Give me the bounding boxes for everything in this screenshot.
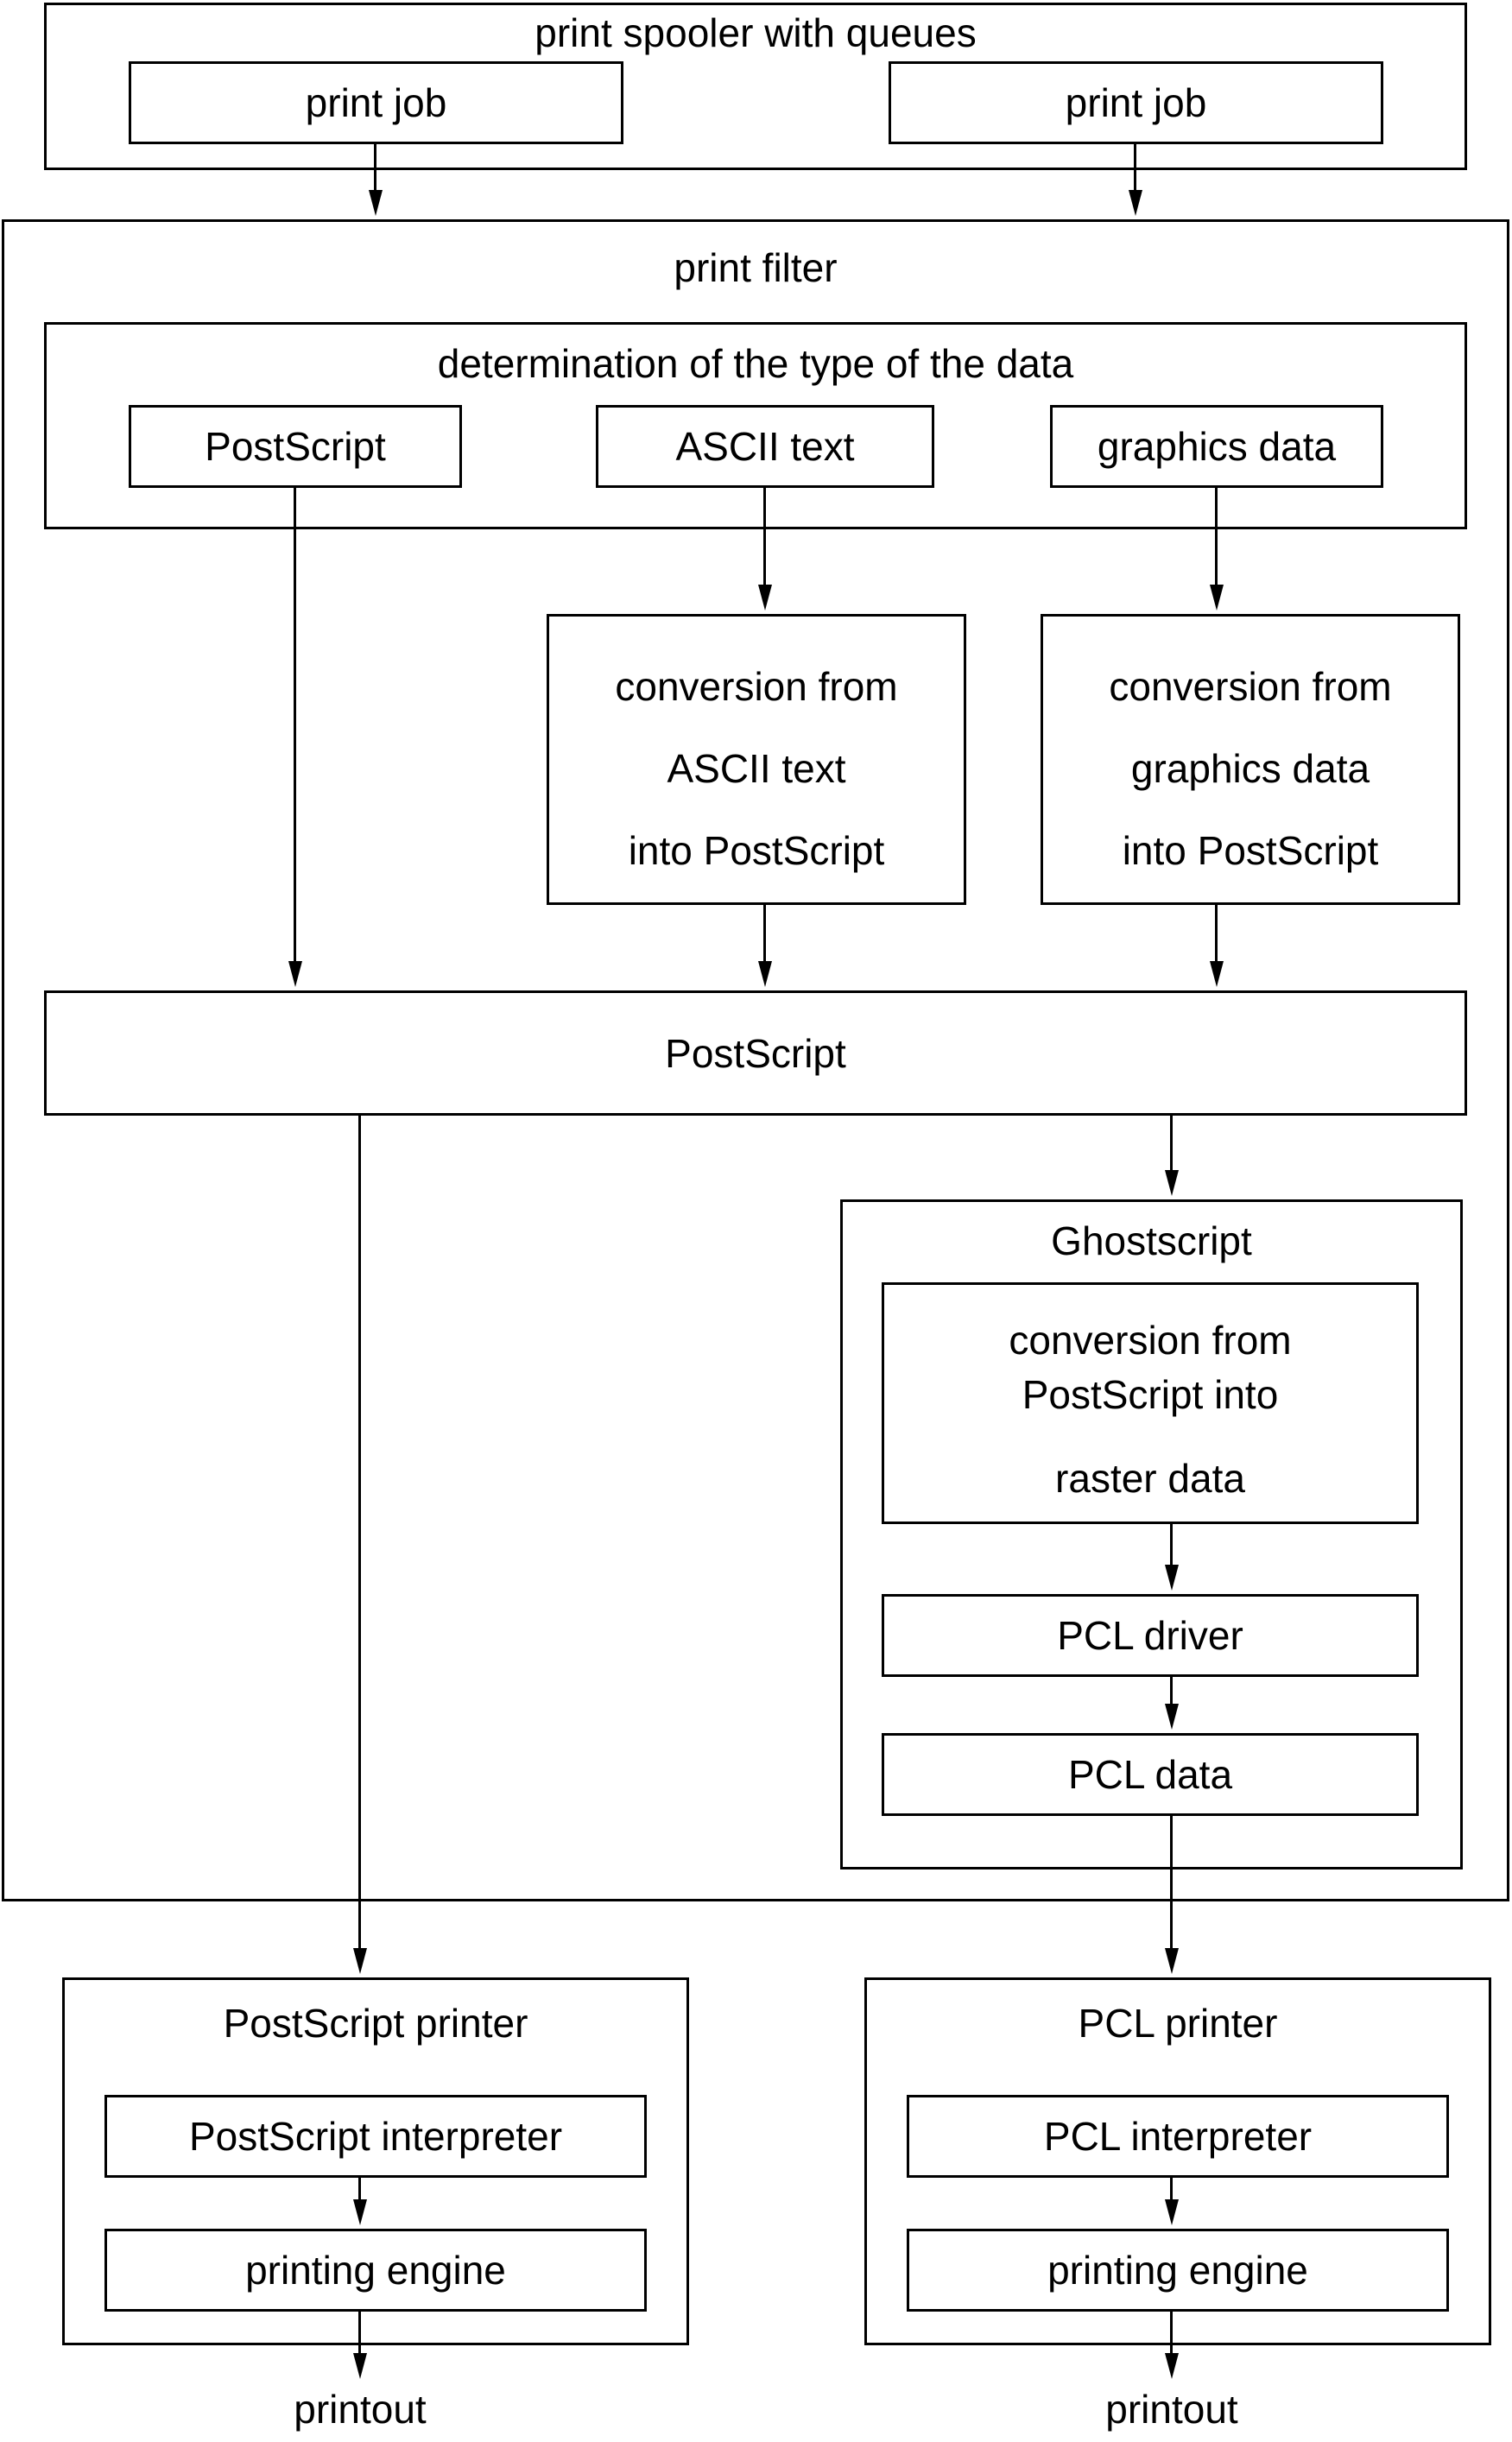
ghostscript-conversion-box [882, 1282, 1419, 1524]
pcl-interpreter-box: PCL interpreter [907, 2095, 1449, 2178]
arrow-job-right-head [1129, 190, 1142, 216]
print-filter-box [2, 219, 1509, 1901]
arrow-bus-to-psprinter-head [353, 1948, 367, 1974]
arrow-conv-ascii-line [763, 905, 766, 961]
conversion-graphics-line3: into PostScript [1122, 828, 1379, 873]
ghostscript-conversion-line1: conversion from [1009, 1318, 1292, 1363]
arrow-graphics-line [1215, 488, 1218, 585]
ghostscript-conversion-line2: PostScript into [1022, 1372, 1279, 1417]
arrow-conv-ascii-head [758, 961, 772, 987]
conversion-ascii-box [547, 614, 966, 905]
arrow-postscript-direct-line [294, 488, 296, 961]
arrow-job-left-head [369, 190, 383, 216]
print-spooler-title: print spooler with queues [535, 10, 977, 55]
arrow-to-pcl-driver-head [1165, 1565, 1179, 1591]
arrow-ascii-line [763, 488, 766, 585]
pcl-printer-box [864, 1977, 1491, 2345]
postscript-bus-label: PostScript [665, 1030, 846, 1076]
conversion-ascii-line1: conversion from [615, 664, 898, 709]
pcl-printer-title: PCL printer [1078, 2001, 1278, 2046]
ghostscript-box [840, 1199, 1463, 1869]
arrow-printout-left-line [358, 2312, 361, 2353]
arrow-pcl-interpreter-to-engine-head [1165, 2199, 1179, 2225]
arrow-bus-to-ghostscript-head [1165, 1170, 1179, 1196]
pcl-driver-label: PCL driver [1057, 1613, 1243, 1658]
printout-label-right: printout [1105, 2387, 1238, 2432]
pcl-driver-box: PCL driver [882, 1594, 1419, 1677]
arrow-printout-left-head [353, 2353, 367, 2379]
printing-engine-left-box: printing engine [104, 2229, 647, 2312]
arrow-graphics-head [1210, 585, 1224, 610]
arrow-to-pcl-printer-head [1165, 1948, 1179, 1974]
print-job-right-box: print job [889, 61, 1383, 144]
print-job-left-label: print job [305, 80, 447, 125]
type-graphics-label: graphics data [1097, 424, 1337, 469]
printing-engine-left-label: printing engine [245, 2248, 506, 2293]
arrow-to-pcl-data-head [1165, 1704, 1179, 1730]
arrow-job-left-line [374, 144, 376, 190]
conversion-ascii-line2: ASCII text [667, 746, 846, 791]
arrow-bus-to-ghostscript-line [1170, 1116, 1173, 1170]
conversion-graphics-line2: graphics data [1130, 746, 1370, 791]
conversion-graphics-line1: conversion from [1109, 664, 1392, 709]
determination-box [44, 322, 1467, 529]
printout-label-left: printout [294, 2387, 427, 2432]
print-spooler-box [44, 3, 1467, 170]
type-graphics-box: graphics data [1050, 405, 1383, 488]
ghostscript-conversion-line3: raster data [1055, 1456, 1245, 1501]
ghostscript-title: Ghostscript [1051, 1218, 1252, 1263]
arrow-ps-interpreter-to-engine-line [358, 2178, 361, 2199]
print-filter-title: print filter [674, 245, 838, 290]
postscript-printer-box [62, 1977, 689, 2345]
type-ascii-box: ASCII text [596, 405, 934, 488]
arrow-to-pcl-data-line [1170, 1677, 1173, 1704]
arrow-to-pcl-printer-line [1170, 1816, 1173, 1948]
type-ascii-label: ASCII text [675, 424, 855, 469]
determination-title: determination of the type of the data [437, 341, 1074, 386]
printing-engine-right-label: printing engine [1047, 2248, 1308, 2293]
arrow-ps-interpreter-to-engine-head [353, 2199, 367, 2225]
arrow-postscript-direct-head [288, 961, 302, 987]
type-postscript-label: PostScript [205, 424, 386, 469]
arrow-printout-right-line [1170, 2312, 1173, 2353]
pcl-interpreter-label: PCL interpreter [1043, 2114, 1313, 2159]
arrow-pcl-interpreter-to-engine-line [1170, 2178, 1173, 2199]
postscript-interpreter-box: PostScript interpreter [104, 2095, 647, 2178]
arrow-to-pcl-driver-line [1170, 1524, 1173, 1565]
type-postscript-box: PostScript [129, 405, 462, 488]
arrow-conv-graphics-line [1215, 905, 1218, 961]
print-job-left-box: print job [129, 61, 623, 144]
postscript-interpreter-label: PostScript interpreter [188, 2114, 563, 2159]
pcl-data-label: PCL data [1067, 1752, 1233, 1797]
arrow-printout-right-head [1165, 2353, 1179, 2379]
postscript-printer-title: PostScript printer [223, 2001, 528, 2046]
conversion-graphics-box [1041, 614, 1460, 905]
conversion-ascii-line3: into PostScript [628, 828, 885, 873]
arrow-conv-graphics-head [1210, 961, 1224, 987]
arrow-job-right-line [1134, 144, 1136, 190]
postscript-bus-box: PostScript [44, 990, 1467, 1116]
arrow-ascii-head [758, 585, 772, 610]
print-job-right-label: print job [1065, 80, 1207, 125]
printing-engine-right-box: printing engine [907, 2229, 1449, 2312]
pcl-data-box: PCL data [882, 1733, 1419, 1816]
arrow-bus-to-psprinter-line [358, 1116, 361, 1948]
